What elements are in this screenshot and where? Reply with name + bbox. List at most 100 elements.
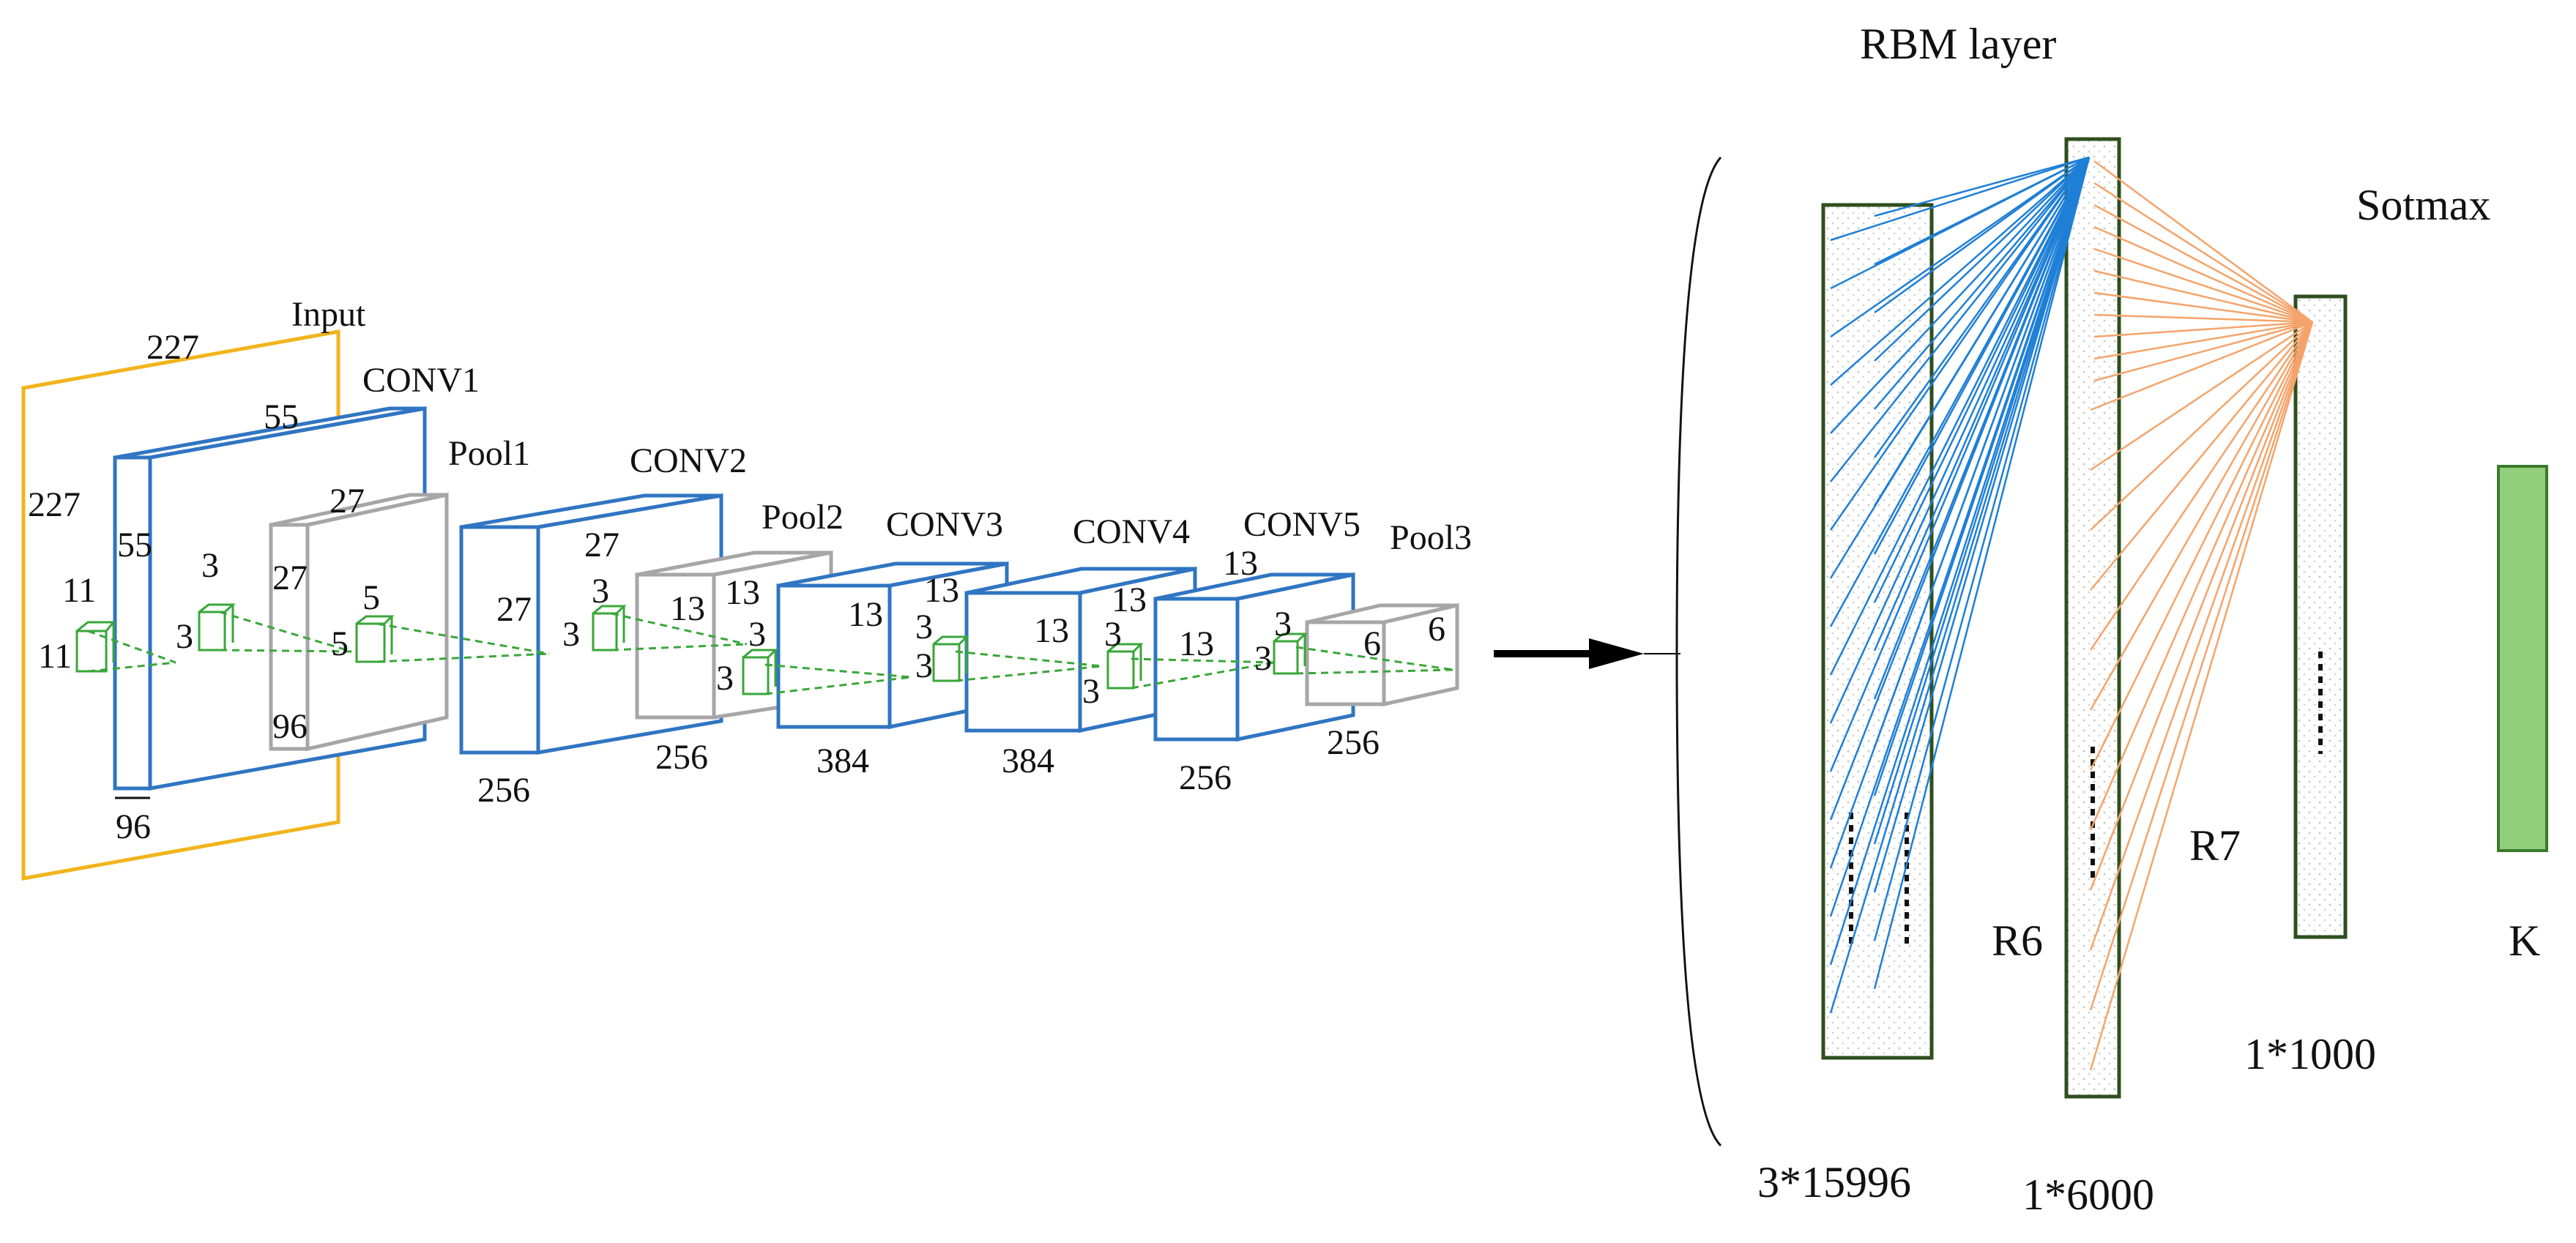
input-depth-label: 96 [116, 807, 151, 846]
pool2-kernel-a-label: 3 [592, 572, 609, 611]
transition-arrow [1494, 638, 1680, 669]
softmax-connection-line [2090, 321, 2313, 411]
input-height-label: 227 [28, 485, 81, 524]
conv1-kernel-h-label: 11 [62, 571, 96, 610]
softmax-connections [2089, 160, 2314, 1071]
rbm-connection-line [1829, 157, 2091, 531]
input-width-label: 227 [146, 328, 199, 367]
rbm-connection-line [1829, 157, 2091, 917]
softmax-connection-line [2093, 247, 2313, 324]
softmax-connection-line [2093, 291, 2313, 324]
output-k-bar [2497, 465, 2548, 852]
pool3-kernel-a-label: 3 [1274, 605, 1292, 643]
rbm-connection-line [1873, 157, 2091, 893]
pool3-title: Pool3 [1390, 518, 1472, 557]
conv5-title: CONV5 [1243, 505, 1360, 544]
conv3-kernel-a-label: 3 [748, 615, 766, 654]
conv4-height-label: 13 [1034, 611, 1069, 650]
pool2-height-label: 13 [670, 589, 705, 628]
conv4-kernel-a-label: 3 [915, 608, 933, 646]
conv4-title: CONV4 [1073, 512, 1190, 551]
rbm-connection-line [1829, 157, 2091, 966]
pool2-width-label: 13 [725, 573, 760, 612]
conv4-width-label: 13 [1112, 581, 1147, 619]
softmax-connection-line [2090, 321, 2313, 531]
rbm-r7-bar [2293, 294, 2348, 939]
rbm-r6-size-label: 1*6000 [2022, 1171, 2154, 1219]
rbm-bracket [1675, 156, 1722, 1147]
rbm-connection-line [1830, 156, 2090, 338]
pool1-kernel-a-label: 3 [201, 546, 219, 585]
pool1-title: Pool1 [448, 434, 530, 473]
softmax-title: Sotmax [2356, 181, 2490, 229]
rbm-input-size-label: 3*15996 [1757, 1158, 1911, 1206]
cnn-section: Input 227 227 96 CONV1 55 55 11 11 Pool1… [21, 295, 1680, 881]
cnn-labels: Input 227 227 96 CONV1 55 55 11 11 Pool1… [28, 295, 1472, 846]
conv5-kernel-a-label: 3 [1104, 615, 1122, 654]
rbm-connection-line [1873, 157, 2091, 941]
conv4-depth-label: 384 [1002, 742, 1054, 780]
rbm-title: RBM layer [1860, 20, 2056, 68]
rbm-connections [1829, 156, 2091, 1014]
conv3-width-label: 13 [924, 571, 959, 610]
softmax-connection-line [2093, 313, 2313, 324]
pool1-kernel-b-label: 3 [176, 617, 193, 656]
conv3-depth-label: 384 [816, 742, 869, 780]
softmax-connection-line [2090, 321, 2313, 591]
rbm-connection-line [1829, 157, 2091, 1014]
softmax-connection-line [2089, 321, 2314, 831]
conv1-width-label: 55 [264, 397, 299, 436]
conv5-depth-label: 256 [1179, 758, 1232, 797]
softmax-connection-line [2089, 321, 2314, 711]
conv3-kernel-b-label: 3 [716, 659, 734, 698]
conv2-depth-label: 256 [477, 771, 530, 810]
softmax-connection-line [2089, 321, 2314, 1011]
conv5-kernel-c-label: 3 [1254, 639, 1272, 678]
pool1-block [269, 492, 449, 752]
pool1-depth-label: 96 [272, 707, 308, 746]
softmax-connection-line [2093, 160, 2313, 324]
conv5-height-label: 13 [1179, 624, 1214, 663]
rbm-connection-line [1873, 157, 2091, 990]
rbm-connection-line [1873, 157, 2091, 603]
conv3-height-label: 13 [848, 595, 883, 634]
rbm-connection-line [1873, 157, 2091, 652]
rbm-r6-bar [2064, 137, 2121, 1099]
softmax-connection-line [2093, 182, 2313, 324]
rbm-section: RBM layer 3*15996 R6 1*6000 R7 Sotmax 1*… [1675, 20, 2548, 1219]
rbm-connection-line [1830, 156, 2090, 290]
rbm-connection-line [1829, 157, 2091, 579]
softmax-connection-line [2093, 321, 2313, 338]
softmax-connection-line [2093, 321, 2313, 360]
pool3-height-label: 6 [1363, 624, 1381, 663]
conv5-kernel-b-label: 3 [1082, 672, 1100, 711]
rbm-connection-line [1829, 157, 2091, 627]
conv5-width-label: 13 [1223, 544, 1258, 583]
conv2-kernel-a-label: 5 [362, 578, 380, 617]
softmax-connection-line [2089, 321, 2314, 771]
rbm-connection-line [1830, 157, 2090, 434]
rbm-r7-label: R7 [2189, 821, 2241, 870]
rbm-connection-line [1829, 157, 2091, 869]
input-title: Input [291, 295, 366, 334]
softmax-connection-line [2089, 321, 2314, 891]
conv1-kernel-w-label: 11 [38, 637, 72, 676]
conv2-width-label: 27 [584, 526, 619, 564]
pool1-width-label: 27 [330, 482, 365, 520]
output-k-label: K [2509, 917, 2540, 965]
rbm-connection-line [1874, 157, 2090, 410]
softmax-connection-line [2093, 321, 2313, 382]
rbm-r7-size-label: 1*1000 [2244, 1030, 2376, 1078]
softmax-connection-line [2089, 321, 2314, 951]
rbm-connection-line [1874, 156, 2090, 217]
softmax-connection-line [2093, 204, 2313, 324]
conv3-title: CONV3 [886, 505, 1003, 544]
kernel-projections [75, 603, 1454, 695]
rbm-connection-line [1829, 157, 2091, 724]
softmax-connection-line [2089, 321, 2314, 651]
rbm-connection-line [1829, 157, 2091, 821]
softmax-connection-line [2089, 321, 2314, 1071]
rbm-r6-label: R6 [1992, 917, 2043, 965]
conv2-kernel-b-label: 5 [331, 624, 349, 663]
pool2-title: Pool2 [762, 498, 844, 537]
